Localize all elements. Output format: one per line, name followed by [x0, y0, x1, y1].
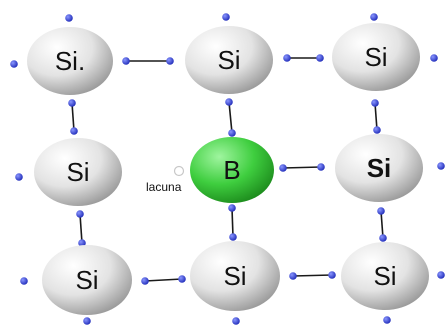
electron-dot — [437, 162, 445, 170]
electron-dot — [20, 277, 28, 285]
electron-dot — [383, 316, 391, 324]
hole-circle-icon — [173, 165, 185, 177]
atom-symbol: Si — [367, 153, 392, 183]
electron-dot — [15, 173, 23, 181]
bonds-layer — [10, 13, 445, 325]
atom-symbol: Si — [223, 261, 246, 291]
bond-line — [144, 278, 183, 282]
electron-dot — [317, 163, 325, 171]
atom-si-bottom-left: Si — [42, 245, 132, 315]
electron-dot — [370, 13, 378, 21]
silicon-sphere — [185, 26, 273, 94]
electron-dot — [371, 99, 379, 107]
electron-dot — [229, 233, 237, 241]
electron-dot — [68, 99, 76, 107]
boron-sphere — [190, 137, 274, 203]
atom-si-middle-right: Si — [335, 134, 423, 202]
electron-dot — [10, 60, 18, 68]
silicon-sphere — [42, 245, 132, 315]
electron-dot — [289, 272, 297, 280]
atom-si-bottom-right: Si — [341, 242, 429, 310]
bond-line — [282, 166, 322, 169]
atom-symbol: Si — [373, 261, 396, 291]
atom-symbol: Si — [364, 42, 387, 72]
electron-dot — [283, 54, 291, 62]
atom-b-center: B — [190, 137, 274, 203]
electron-dot — [76, 210, 84, 218]
electron-dot — [70, 127, 78, 135]
bond-line — [231, 207, 234, 238]
atom-si-top-center: Si — [185, 26, 273, 94]
electron-dot — [166, 57, 174, 65]
electron-dot — [65, 14, 73, 22]
electron-dot — [373, 126, 381, 134]
electron-dot — [379, 234, 387, 242]
electron-dot — [178, 275, 186, 283]
electron-dot — [279, 164, 287, 172]
atom-si-bottom-center: Si — [190, 241, 280, 311]
bond-line — [228, 101, 233, 134]
hole-label: lacuna — [146, 180, 182, 194]
atoms-layer: Si. Si Si Si B Si — [27, 23, 429, 315]
atom-si-top-right: Si — [332, 23, 420, 91]
silicon-sphere — [332, 23, 420, 91]
electron-dot — [228, 204, 236, 212]
atom-symbol: Si — [66, 157, 89, 187]
bond-line — [71, 102, 75, 132]
electron-dot — [222, 13, 230, 21]
hole-marker: lacuna — [146, 165, 185, 194]
bond-line — [374, 102, 378, 131]
silicon-sphere — [27, 27, 113, 95]
electron-dot — [437, 271, 445, 279]
silicon-sphere — [190, 241, 280, 311]
bond-line — [79, 213, 83, 244]
electron-dot — [316, 54, 324, 62]
electron-dot — [141, 277, 149, 285]
silicon-sphere — [34, 138, 122, 206]
atom-si-middle-left: Si — [34, 138, 122, 206]
electron-dot — [225, 98, 233, 106]
electron-dot — [430, 54, 438, 62]
atom-symbol: Si. — [55, 46, 85, 76]
bond-line — [292, 274, 333, 277]
electron-dot — [328, 271, 336, 279]
electron-dot — [228, 129, 236, 137]
bond-line — [380, 210, 384, 239]
atom-si-top-left: Si. — [27, 27, 113, 95]
electron-dot — [78, 239, 86, 247]
atom-symbol: B — [223, 155, 240, 185]
atom-symbol: Si — [217, 45, 240, 75]
atom-symbol: Si — [75, 265, 98, 295]
electron-dot — [232, 317, 240, 325]
electron-dot — [377, 207, 385, 215]
silicon-sphere — [335, 134, 423, 202]
electron-dot — [122, 57, 130, 65]
electron-dot — [83, 317, 91, 325]
silicon-sphere — [341, 242, 429, 310]
